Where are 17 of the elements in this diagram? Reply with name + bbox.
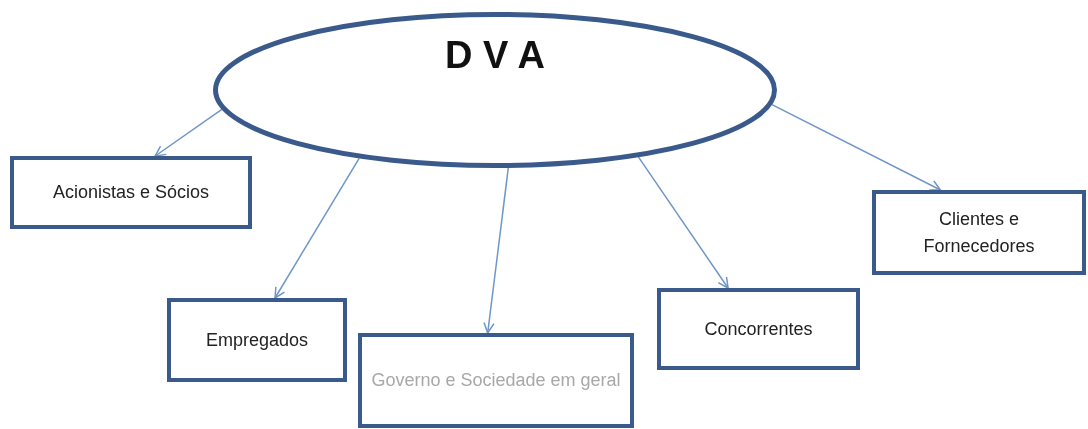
node-label: Governo e Sociedade em geral	[371, 369, 621, 393]
stakeholder-box	[358, 333, 634, 428]
ellipse-node	[213, 12, 777, 168]
node-label: Acionistas e Sócios	[52, 181, 210, 205]
arrow	[637, 156, 729, 289]
arrow	[154, 108, 223, 157]
stakeholder-box	[10, 156, 252, 229]
node-label: Empregados	[205, 328, 309, 352]
stakeholder-box	[167, 298, 347, 382]
arrow	[483, 167, 510, 334]
node-label: Concorrentes	[704, 317, 813, 341]
arrow	[771, 103, 942, 191]
node-label: Clientes e Fornecedores	[922, 208, 1036, 258]
stakeholder-box	[657, 288, 860, 370]
arrow	[274, 157, 360, 299]
stakeholder-box	[872, 190, 1086, 275]
title-text: D V A	[445, 33, 545, 77]
